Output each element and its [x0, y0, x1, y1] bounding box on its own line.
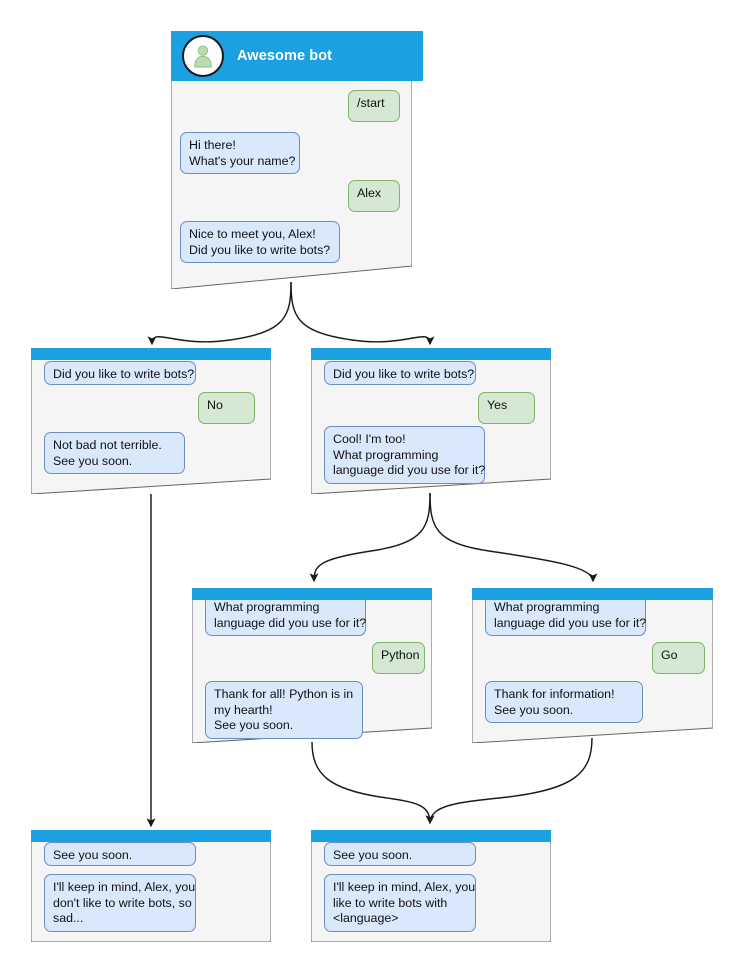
card-header [311, 830, 551, 842]
message-bubble-user: Python [372, 642, 425, 674]
card-end-happy[interactable]: See you soon. I'll keep in mind, Alex, y… [311, 830, 551, 942]
edge-root-to-yes [290, 281, 435, 346]
card-no-branch[interactable]: Did you like to write bots? No Not bad n… [31, 348, 271, 494]
card-python-branch[interactable]: What programming language did you use fo… [192, 588, 432, 743]
message-bubble-bot: I'll keep in mind, Alex, you don't like … [44, 874, 196, 932]
message-bubble-bot: What programming language did you use fo… [205, 594, 366, 636]
message-bubble-bot: What programming language did you use fo… [485, 594, 646, 636]
message-list: Did you like to write bots? No Not bad n… [31, 348, 271, 494]
edge-yes-to-go [429, 492, 598, 583]
card-yes-branch[interactable]: Did you like to write bots? Yes Cool! I'… [311, 348, 551, 494]
person-avatar-icon [182, 35, 224, 77]
message-bubble-bot: Not bad not terrible. See you soon. [44, 432, 185, 474]
message-list: Did you like to write bots? Yes Cool! I'… [311, 348, 551, 494]
card-header [192, 588, 432, 600]
message-list-root: /start Hi there! What's your name? Alex … [171, 31, 412, 289]
bot-title: Awesome bot [237, 48, 333, 64]
message-bubble-bot: Thank for information! See you soon. [485, 681, 643, 723]
message-bubble-user: Go [652, 642, 705, 674]
edge-go-to-end-happy [425, 737, 593, 825]
card-header [31, 348, 271, 360]
message-bubble-bot: See you soon. [324, 842, 476, 866]
message-bubble-user: No [198, 392, 255, 424]
message-list: What programming language did you use fo… [472, 588, 713, 743]
edge-yes-to-python [309, 492, 431, 583]
message-bubble-user: Alex [348, 180, 400, 212]
message-bubble-bot: Did you like to write bots? [324, 361, 476, 385]
card-go-branch[interactable]: What programming language did you use fo… [472, 588, 713, 743]
message-bubble-bot: Did you like to write bots? [44, 361, 196, 385]
message-list: What programming language did you use fo… [192, 588, 432, 743]
card-header [31, 830, 271, 842]
card-header-root: Awesome bot [171, 31, 423, 81]
edge-root-to-no [147, 281, 292, 346]
message-bubble-user: /start [348, 90, 400, 122]
message-bubble-bot: See you soon. [44, 842, 196, 866]
card-root[interactable]: Awesome bot /start Hi there! What's your… [171, 31, 423, 289]
card-header [311, 348, 551, 360]
card-end-sad[interactable]: See you soon. I'll keep in mind, Alex, y… [31, 830, 271, 942]
message-list: See you soon. I'll keep in mind, Alex, y… [311, 830, 551, 942]
card-header [472, 588, 713, 600]
message-bubble-user: Yes [478, 392, 535, 424]
message-bubble-bot: Nice to meet you, Alex! Did you like to … [180, 221, 340, 263]
message-bubble-bot: Thank for all! Python is in my hearth! S… [205, 681, 363, 739]
message-bubble-bot: Hi there! What's your name? [180, 132, 300, 174]
message-bubble-bot: I'll keep in mind, Alex, you like to wri… [324, 874, 476, 932]
message-list: See you soon. I'll keep in mind, Alex, y… [31, 830, 271, 942]
edge-python-to-end-happy [311, 741, 435, 825]
message-bubble-bot: Cool! I'm too! What programming language… [324, 426, 485, 484]
